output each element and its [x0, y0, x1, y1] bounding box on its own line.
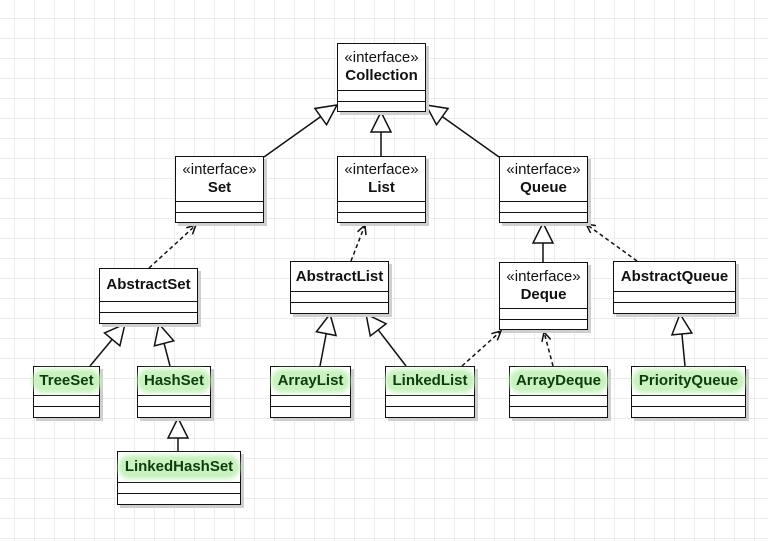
realization-arrowhead [541, 330, 552, 343]
stereotype-label: «interface» [506, 161, 581, 178]
list-interface-box[interactable]: «interface»List [337, 156, 426, 223]
attributes-section [632, 395, 745, 406]
methods-section [338, 212, 425, 213]
attributes-section [271, 395, 350, 406]
generalization-line [441, 115, 500, 158]
linked-list-class-box[interactable]: LinkedList [385, 366, 475, 418]
generalization-arrowhead [103, 322, 127, 348]
methods-section [510, 406, 607, 407]
methods-section [632, 406, 745, 407]
methods-section [34, 406, 99, 407]
methods-section [176, 212, 263, 213]
realization-line [461, 330, 502, 367]
array-list-class-box[interactable]: ArrayList [270, 366, 351, 418]
generalization-arrowhead [313, 104, 339, 127]
realization-line [585, 223, 638, 262]
attributes-section [118, 482, 240, 493]
methods-section [100, 312, 197, 313]
generalization-arrowhead [364, 312, 388, 338]
attributes-section [614, 291, 735, 302]
methods-section [614, 302, 735, 303]
generalization-arrowhead [670, 312, 694, 336]
deque-interface-box[interactable]: «interface»Deque [499, 262, 588, 330]
priority-queue-class-box[interactable]: PriorityQueue [631, 366, 746, 418]
methods-section [338, 101, 425, 102]
class-name: ArrayDeque [511, 372, 606, 390]
realization-line [350, 224, 366, 262]
attributes-section [176, 201, 263, 212]
stereotype-label: «interface» [182, 161, 257, 178]
array-deque-class-box[interactable]: ArrayDeque [509, 366, 608, 418]
class-name: AbstractQueue [620, 267, 729, 285]
methods-section [386, 406, 474, 407]
methods-section [271, 406, 350, 407]
methods-section [291, 302, 388, 303]
generalization-arrowhead [315, 312, 338, 337]
realization-arrowhead [357, 223, 367, 236]
methods-section [118, 493, 240, 494]
attributes-section [386, 395, 474, 406]
attributes-section [338, 201, 425, 212]
collection-interface-box[interactable]: «interface»Collection [337, 43, 426, 112]
generalization-arrowhead [424, 104, 450, 127]
hash-set-class-box[interactable]: HashSet [137, 366, 211, 418]
generalization-line [263, 115, 322, 158]
class-name: Queue [520, 179, 567, 196]
attributes-section [291, 291, 388, 302]
methods-section [500, 212, 587, 213]
attributes-section [510, 395, 607, 406]
methods-section [500, 319, 587, 320]
generalization-line [163, 343, 171, 367]
realization-arrowhead [491, 329, 503, 341]
attributes-section [100, 301, 197, 312]
attributes-section [500, 201, 587, 212]
set-interface-box[interactable]: «interface»Set [175, 156, 264, 223]
abstract-list-class-box[interactable]: AbstractList [290, 261, 389, 314]
attributes-section [500, 308, 587, 319]
class-name: TreeSet [35, 372, 98, 390]
class-name: Deque [520, 285, 567, 303]
generalization-line [681, 333, 686, 367]
class-name: AbstractSet [106, 276, 191, 293]
class-name: LinkedList [388, 372, 472, 390]
stereotype-label: «interface» [344, 49, 419, 66]
class-name: AbstractList [295, 267, 384, 285]
class-name: Set [207, 179, 232, 196]
generalization-arrowhead [531, 221, 555, 244]
generalization-line [377, 329, 407, 367]
attributes-section [34, 395, 99, 406]
generalization-arrowhead [166, 416, 190, 439]
generalization-arrowhead [369, 110, 393, 133]
stereotype-label: «interface» [506, 267, 581, 285]
class-name: LinkedHashSet [120, 458, 238, 476]
abstract-queue-class-box[interactable]: AbstractQueue [613, 261, 736, 314]
class-name: HashSet [139, 372, 209, 390]
class-name: PriorityQueue [634, 372, 743, 390]
tree-set-class-box[interactable]: TreeSet [33, 366, 100, 418]
attributes-section [338, 90, 425, 101]
class-name: ArrayList [273, 372, 348, 390]
realization-arrowhead [186, 223, 198, 235]
generalization-arrowhead [153, 322, 176, 347]
class-name: List [368, 179, 395, 196]
realization-arrowhead [584, 223, 597, 234]
generalization-line [89, 338, 113, 367]
generalization-line [319, 333, 327, 367]
abstract-set-class-box[interactable]: AbstractSet [99, 268, 198, 324]
stereotype-label: «interface» [344, 161, 419, 178]
realization-line [148, 224, 197, 269]
methods-section [138, 406, 210, 407]
realization-line [543, 331, 554, 367]
queue-interface-box[interactable]: «interface»Queue [499, 156, 588, 223]
linked-hash-set-class-box[interactable]: LinkedHashSet [117, 451, 241, 505]
attributes-section [138, 395, 210, 406]
class-name: Collection [345, 67, 418, 84]
